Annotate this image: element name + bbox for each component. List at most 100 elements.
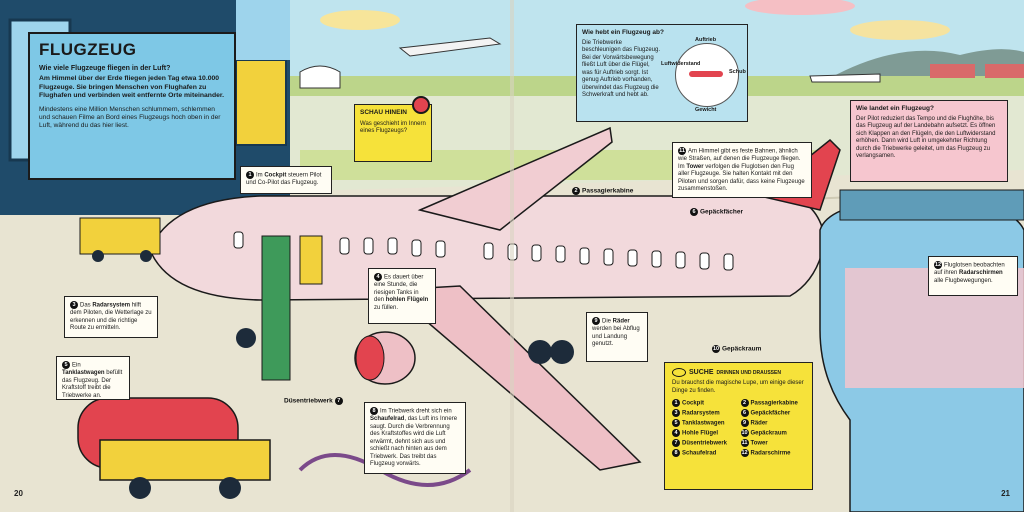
callout-text: werden bei Abflug und Landung genutzt. (592, 326, 640, 348)
search-item-label: Radarsystem (682, 410, 720, 417)
callout-text: Ein (72, 362, 81, 369)
eye-icon (672, 368, 686, 377)
callout-number: 8 (370, 407, 378, 415)
label-text: Passagierkabine (582, 187, 634, 195)
landing-box: Wie landet ein Flugzeug? Der Pilot reduz… (850, 100, 1008, 182)
lift-box: Wie hebt ein Flugzeug ab? Die Triebwerke… (576, 24, 748, 122)
search-item-number: 8 (672, 449, 680, 457)
schau-hinein-text: Was geschieht im Innern eines Flugzeugs? (360, 120, 426, 135)
callout-text: befüllt das Flugzeug. Der Kraftstoff tre… (62, 370, 123, 399)
search-item-number: 7 (672, 439, 680, 447)
title-question: Wie viele Flugzeuge fliegen in der Luft? (39, 65, 171, 72)
callout-bold: hohlen Flügeln (385, 297, 429, 304)
title-lead: Am Himmel über der Erde fliegen jeden Ta… (39, 75, 225, 99)
callout-text: , das Luft ins Innere saugt. Durch die V… (370, 416, 458, 468)
callout-text: Es dauert über eine Stunde, die riesigen… (374, 274, 424, 304)
title-body: Mindestens eine Million Menschen schlumm… (39, 105, 221, 130)
page-number-left: 20 (14, 489, 23, 498)
force-right: Schub (729, 69, 746, 75)
lift-title: Wie hebt ein Flugzeug ab? (582, 29, 664, 36)
callout-number: 4 (374, 273, 382, 281)
search-item-label: Tanklastwagen (682, 420, 725, 427)
label-text: Düsentriebwerk (284, 397, 333, 405)
search-title: SUCHE (689, 369, 714, 376)
callout-text: Fluglotsen beobachten auf ihren (934, 262, 1005, 277)
search-box: SUCHE DRINNEN UND DRAUSSEN Du brauchst d… (664, 362, 813, 490)
search-item-number: 12 (740, 449, 749, 457)
search-item-label: Radarschirme (750, 450, 791, 457)
callout-bold: Tanklastwagen (62, 370, 105, 377)
search-item-label: Düsentriebwerk (682, 440, 728, 447)
callout-text: Im Triebwerk dreht sich ein (380, 408, 452, 415)
small-plane-icon (689, 71, 723, 77)
search-item-number: 9 (740, 419, 749, 427)
search-item-number: 10 (740, 429, 749, 437)
forces-diagram: Auftrieb Schub Luftwiderstand Gewicht (661, 37, 746, 119)
callout-bold: Radarsystem (92, 302, 131, 309)
label-text: Gepäckraum (722, 345, 762, 353)
search-item-number: 5 (672, 419, 680, 427)
label-number: 10 (712, 345, 720, 353)
label-text: Gepäckfächer (700, 208, 743, 216)
search-item-label: Hohle Flügel (682, 430, 718, 437)
search-item-label: Gepäckraum (750, 430, 787, 437)
landing-text: Der Pilot reduziert das Tempo und die Fl… (856, 115, 996, 160)
callout-bold: Schaufelrad (370, 416, 405, 423)
search-item-label: Räder (750, 420, 768, 427)
callout-number: 5 (62, 361, 70, 369)
magnifier-icon (412, 96, 430, 114)
force-down: Gewicht (695, 107, 717, 113)
landing-title: Wie landet ein Flugzeug? (856, 105, 934, 112)
callout-number: 3 (70, 301, 78, 309)
callout-text: verfolgen die Fluglotsen den Flug aller … (678, 163, 805, 193)
search-title-small: DRINNEN UND DRAUSSEN (716, 369, 781, 376)
search-item-number: 3 (672, 409, 680, 417)
force-up: Auftrieb (695, 37, 717, 43)
label-number: 6 (690, 208, 698, 216)
callout-bold: Räder (612, 318, 630, 325)
search-item-number: 11 (740, 439, 749, 447)
callout-number: 11 (678, 147, 686, 155)
callout-text: alle Flugbewegungen. (934, 277, 993, 284)
callout-number: 1 (246, 171, 254, 179)
lift-text: Die Triebwerke beschleunigen das Flugzeu… (582, 39, 661, 99)
search-item-label: Passagierkabine (750, 400, 798, 407)
search-item-number: 2 (740, 399, 749, 407)
callout-bold: Cockpit (264, 172, 287, 179)
search-item-number: 1 (672, 399, 680, 407)
search-item-label: Cockpit (682, 400, 705, 407)
search-item-number: 6 (740, 409, 749, 417)
label-number: 7 (334, 397, 343, 405)
callout-text: Im (256, 172, 265, 179)
callout-bold: Tower (686, 163, 704, 170)
callout-text: steuern Pilot und Co-Pilot das Flugzeug. (246, 172, 322, 187)
page-title: FLUGZEUG (39, 40, 137, 59)
callout-bold: Radarschirmen (959, 270, 1003, 277)
search-intro: Du brauchst die magische Lupe, um einige… (672, 380, 804, 394)
search-header: SUCHE DRINNEN UND DRAUSSEN (672, 368, 805, 377)
search-item-number: 4 (672, 429, 680, 437)
callout-text: Die (602, 318, 613, 325)
